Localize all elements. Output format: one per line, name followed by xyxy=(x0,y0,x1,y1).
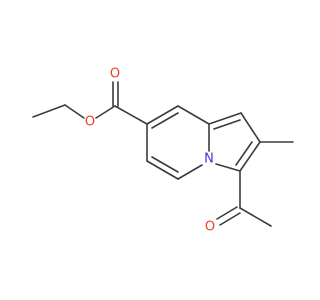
bond-ring5-4 xyxy=(215,163,241,172)
bond-acetyl-carbonyl-b xyxy=(219,212,241,226)
bond-ring6-5 xyxy=(146,160,179,180)
bond-ring5-2 xyxy=(240,112,261,143)
bond-ring6-2 xyxy=(177,105,210,125)
molecule-structure-diagram: O O N O xyxy=(32,67,294,235)
bond-o-ester-carbon xyxy=(95,105,116,119)
atom-label-o-carbonyl-ester: O xyxy=(110,67,120,82)
bond-ring6-1-inner xyxy=(151,112,179,129)
bond-ring5-1 xyxy=(208,112,242,125)
bond-ring6-1 xyxy=(146,105,179,125)
bond-ring5-3 xyxy=(239,141,261,172)
bond-ethyl-ch2-o xyxy=(64,104,85,119)
bond-ester-to-ring xyxy=(114,105,148,125)
bond-ring6-5-inner xyxy=(151,156,179,173)
molecule-svg: O O N O xyxy=(32,67,294,235)
atom-label-o-ether-ester: O xyxy=(85,115,95,130)
atom-label-o-acetyl: O xyxy=(205,220,215,235)
bond-acetyl-carbonyl-a xyxy=(216,206,238,220)
bond-ring5-1-inner xyxy=(213,119,241,130)
bond-ring5-3-inner xyxy=(235,141,253,166)
bond-acetyl-methyl xyxy=(239,207,272,227)
bond-ethyl-ch3-ch2 xyxy=(32,104,66,118)
atom-label-n-ring: N xyxy=(204,152,214,167)
bond-ring6-4 xyxy=(177,164,203,180)
